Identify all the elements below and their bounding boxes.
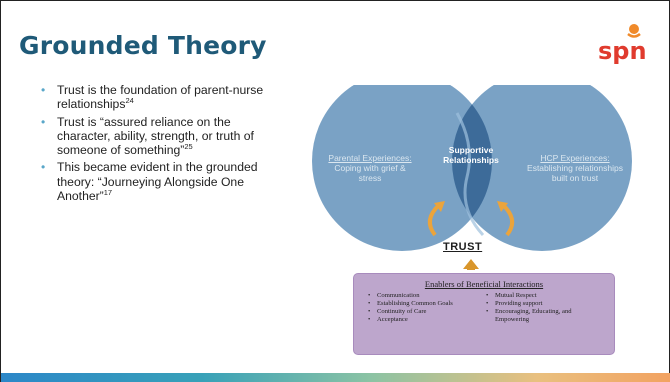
right-curved-arrow-icon <box>501 203 515 237</box>
enablers-right-list: Mutual Respect Providing support Encoura… <box>486 292 606 324</box>
overlap-wave <box>455 112 485 237</box>
enabler-item: Communication <box>368 292 478 300</box>
trust-diagram: Parental Experiences: Coping with grief … <box>307 85 667 355</box>
bullet-item: •This became evident in the grounded the… <box>41 160 258 204</box>
enablers-box: Enablers of Beneficial Interactions Comm… <box>353 273 615 355</box>
right-circle-label: HCP Experiences: Establishing relationsh… <box>527 153 623 183</box>
enablers-left-list: Communication Establishing Common Goals … <box>368 292 478 324</box>
enabler-item: Establishing Common Goals <box>368 300 478 308</box>
logo-text: spn <box>598 37 647 65</box>
bullet-marker-icon: • <box>41 83 46 97</box>
left-curved-arrow-icon <box>427 203 441 237</box>
logo-head-icon <box>629 24 639 34</box>
enabler-item: Acceptance <box>368 316 478 324</box>
bullet-item: •Trust is the foundation of parent-nurse… <box>41 83 264 112</box>
right-circle <box>452 85 632 251</box>
enablers-title: Enablers of Beneficial Interactions <box>424 279 544 289</box>
left-circle <box>312 85 492 251</box>
bullet-marker-icon: • <box>41 114 46 129</box>
enabler-item: Mutual Respect <box>486 292 606 300</box>
enabler-item: Encouraging, Educating, and Empowering <box>486 308 606 324</box>
left-circle-label: Parental Experiences: Coping with grief … <box>328 153 412 183</box>
up-arrow-icon <box>463 259 479 270</box>
trust-label: TRUST <box>443 241 483 253</box>
bullet-list: •Trust is the foundation of parent-nurse… <box>41 83 279 206</box>
center-label: Supportive Relationships <box>443 145 499 165</box>
spn-logo: spn <box>598 24 647 65</box>
enabler-item: Continuity of Care <box>368 308 478 316</box>
enabler-item: Providing support <box>486 300 606 308</box>
footer-gradient-bar <box>1 373 670 382</box>
bullet-marker-icon: • <box>41 160 46 175</box>
bullet-item: •Trust is “assured reliance on the chara… <box>41 114 254 158</box>
venn-diagram <box>312 85 632 270</box>
slide-title: Grounded Theory <box>19 31 267 60</box>
